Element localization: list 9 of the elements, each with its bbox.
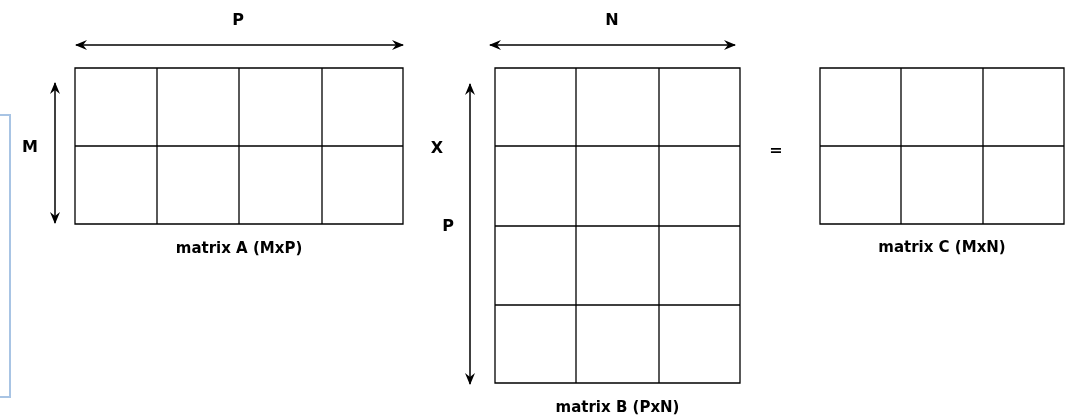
dimension-label: = [769,142,783,158]
dimension-label: P [442,218,454,234]
matrix-caption: matrix A (MxP) [175,241,303,256]
matrix-caption: matrix B (PxN) [555,400,680,415]
dimension-label: M [22,139,38,155]
dimension-label: P [232,12,244,28]
dimension-label: N [605,12,619,28]
dimension-label: X [430,140,444,156]
matrix-caption: matrix C (MxN) [878,240,1006,255]
